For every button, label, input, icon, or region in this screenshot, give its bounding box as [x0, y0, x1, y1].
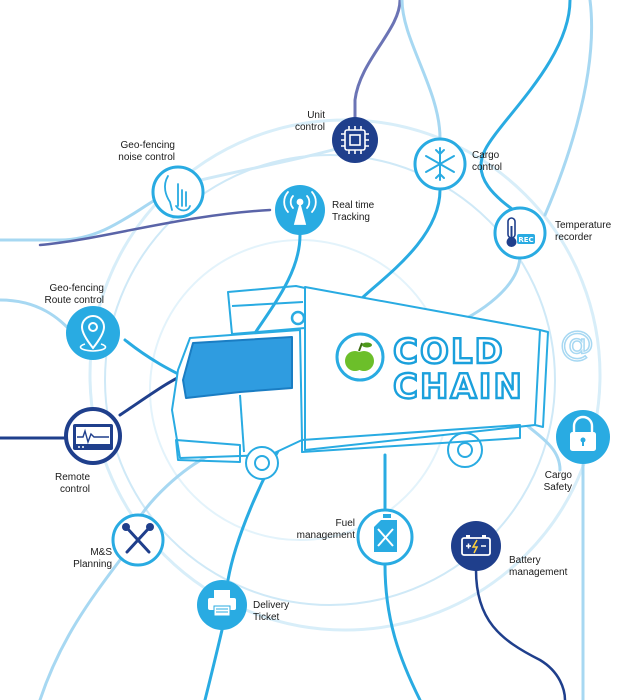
monitor-icon: [73, 424, 113, 450]
fuel-can-icon: [374, 514, 397, 552]
unit-control-node: [332, 117, 378, 163]
brand-line-1: COLD: [393, 332, 505, 372]
tracking-node: [275, 185, 325, 235]
tools-icon: [122, 523, 154, 554]
svg-text:REC: REC: [518, 236, 533, 244]
at-sign-icon: @: [560, 324, 594, 364]
antenna-icon: [283, 191, 317, 225]
battery-node: [451, 521, 501, 571]
refrigerated-truck: [171, 285, 549, 480]
thermometer-rec-icon: REC: [506, 217, 535, 247]
padlock-icon: [570, 415, 596, 451]
snowflake-icon: [425, 147, 455, 181]
ticket-node: [197, 580, 247, 630]
geo-noise-node: [151, 165, 205, 219]
cargo-control-node: [413, 137, 467, 191]
chip-icon: [341, 126, 369, 154]
silence-gesture-icon: [164, 175, 191, 212]
location-pin-icon: [79, 315, 107, 352]
fuel-node: [356, 508, 414, 566]
apple-icon: [345, 342, 374, 371]
temperature-node: REC: [493, 206, 547, 260]
printer-icon: [208, 590, 236, 617]
brand-line-2: CHAIN: [393, 367, 524, 407]
planning-node: [111, 513, 165, 567]
geo-route-node: [66, 306, 120, 360]
remote-node: [64, 407, 122, 465]
cargo-safety-node: [556, 410, 610, 464]
battery-icon: [461, 535, 491, 556]
cold-chain-logo: COLD CHAIN: [335, 331, 524, 408]
